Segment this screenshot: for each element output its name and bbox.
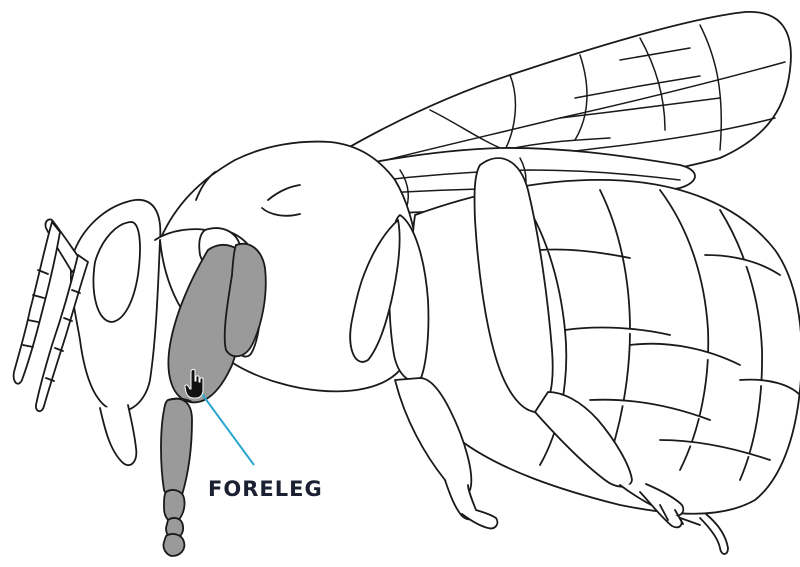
- head: [71, 200, 161, 465]
- foreleg-tibia: [161, 399, 192, 500]
- foreleg-leader-line: [199, 390, 254, 465]
- foreleg-label: FORELEG: [208, 477, 323, 501]
- foreleg-claw: [163, 534, 184, 556]
- hand-pointer-icon: [184, 368, 206, 400]
